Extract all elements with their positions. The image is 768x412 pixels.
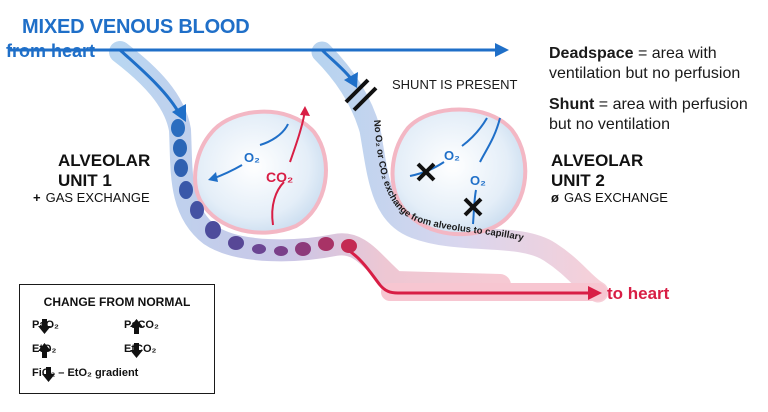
alveolar-unit2-line1: ALVEOLAR [551,151,644,170]
flow-arrowhead-shunt [344,72,358,88]
flow-arrowhead-red [588,286,602,300]
to-heart-label: to heart [607,284,670,303]
o2-label-unit2-b: O₂ [470,173,486,188]
shunt-text: = area with perfusion but no ventilation [549,96,748,133]
unit2-exchange: ø GAS EXCHANGE [551,190,668,205]
from-heart-label: from heart [6,41,96,61]
flow-arrowhead-unit1 [172,104,186,122]
diagram-title: MIXED VENOUS BLOOD [22,16,250,38]
change-box-title: CHANGE FROM NORMAL [43,295,191,309]
unit1-exchange-text: GAS EXCHANGE [45,190,150,205]
alveolar-unit2-label: ALVEOLAR UNIT 2 [551,151,643,191]
gradient-row: FiO₂ – EtO₂ gradient [32,367,139,382]
paco2-label: PaCO₂ [124,319,159,331]
arrow-up-icon [38,343,51,358]
deadspace-definition: Deadspace = area with ventilation but no… [549,44,768,84]
co2-arrow-unit1 [271,181,285,226]
alveolar-unit1-line1: ALVEOLAR [58,151,151,170]
o2-label-unit1: O₂ [244,150,260,165]
arrow-down-icon [130,343,143,358]
o2-label-unit2-a: O₂ [444,148,460,163]
blood-cells [171,119,357,256]
flow-arrowhead-top [495,43,509,57]
shunt-definition: Shunt = area with perfusion but no venti… [549,95,759,135]
co2-arrowhead-unit1 [300,106,310,116]
eto2-row: EtO₂ [32,343,56,358]
arrow-down-icon [42,367,55,382]
block-icon-unit2-a [416,162,436,182]
paco2-row: PaCO₂ [124,319,159,334]
deadspace-text: = area with ventilation but no perfusion [549,45,741,82]
co2-label-unit1: CO₂ [266,169,293,185]
o2-arrow-unit2 [461,117,488,147]
unit2-exchange-text: GAS EXCHANGE [563,190,668,205]
alveolar-unit1-line2: UNIT 1 [58,171,112,190]
unit2-exchange-symbol: ø [551,190,559,205]
o2-arrowhead-unit1 [208,172,218,182]
shunt-term: Shunt [549,96,595,113]
flow-branch-unit1 [118,48,182,116]
unit1-exchange-symbol: + [33,190,41,205]
o2-arrow-unit1 [259,123,289,146]
block-icon-unit2-b [463,197,483,217]
arrow-down-icon [38,319,51,334]
deadspace-term: Deadspace [549,45,634,62]
shunt-tube [311,41,609,303]
etco2-row: EtCO₂ [124,343,156,358]
pao2-row: PaO₂ [32,319,59,334]
alveolus-unit1 [193,109,328,235]
gradient-label: FiO₂ – EtO₂ gradient [32,367,139,379]
arrow-up-icon [130,319,143,334]
alveolar-unit1-label: ALVEOLAR UNIT 1 [58,151,150,191]
unit1-exchange: + GAS EXCHANGE [33,190,150,205]
o2-arrow-unit2-c [479,117,501,163]
change-from-normal-box: CHANGE FROM NORMAL PaO₂ PaCO₂ EtO₂ EtCO₂… [19,284,215,394]
shunt-symbol [344,78,378,112]
alveolar-unit2-line2: UNIT 2 [551,171,605,190]
shunt-present-label: SHUNT IS PRESENT [392,77,518,92]
flow-arrow-red [344,246,590,295]
